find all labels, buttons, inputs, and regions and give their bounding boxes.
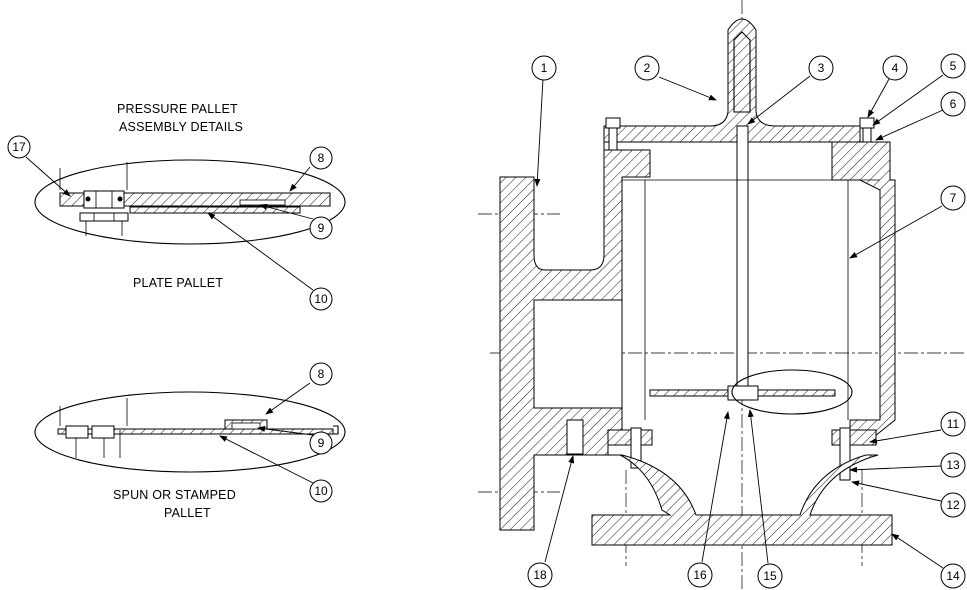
callout-14: 14	[946, 569, 960, 583]
callout-16: 16	[693, 568, 707, 582]
callout-4: 4	[892, 61, 899, 75]
callout-3: 3	[818, 61, 825, 75]
assembly-title-line1: PRESSURE PALLET	[117, 102, 238, 116]
callout-6: 6	[950, 97, 957, 111]
spun-pallet-label-line2: PALLET	[164, 506, 211, 520]
callout-10-spun: 10	[314, 484, 328, 498]
spun-pallet-detail	[34, 391, 346, 473]
callout-1: 1	[541, 61, 548, 75]
callout-7: 7	[950, 191, 957, 205]
callout-2: 2	[644, 61, 651, 75]
callout-15: 15	[763, 569, 777, 583]
callout-9-spun: 9	[318, 436, 325, 450]
callout-18: 18	[533, 568, 547, 582]
callout-5: 5	[950, 59, 957, 73]
callout-13: 13	[946, 458, 960, 472]
callout-9-plate: 9	[318, 221, 325, 235]
callout-12: 12	[946, 498, 960, 512]
callout-17: 17	[12, 140, 26, 154]
callout-10-plate: 10	[314, 292, 328, 306]
plate-pallet-detail	[34, 159, 346, 245]
plate-pallet-label: PLATE PALLET	[133, 276, 223, 290]
assembly-title-line2: ASSEMBLY DETAILS	[119, 120, 243, 134]
callout-8-plate: 8	[318, 151, 325, 165]
spun-pallet-label-line1: SPUN OR STAMPED	[113, 488, 236, 502]
valve-section	[478, 0, 967, 590]
callout-11: 11	[947, 417, 960, 431]
callout-8-spun: 8	[318, 367, 325, 381]
